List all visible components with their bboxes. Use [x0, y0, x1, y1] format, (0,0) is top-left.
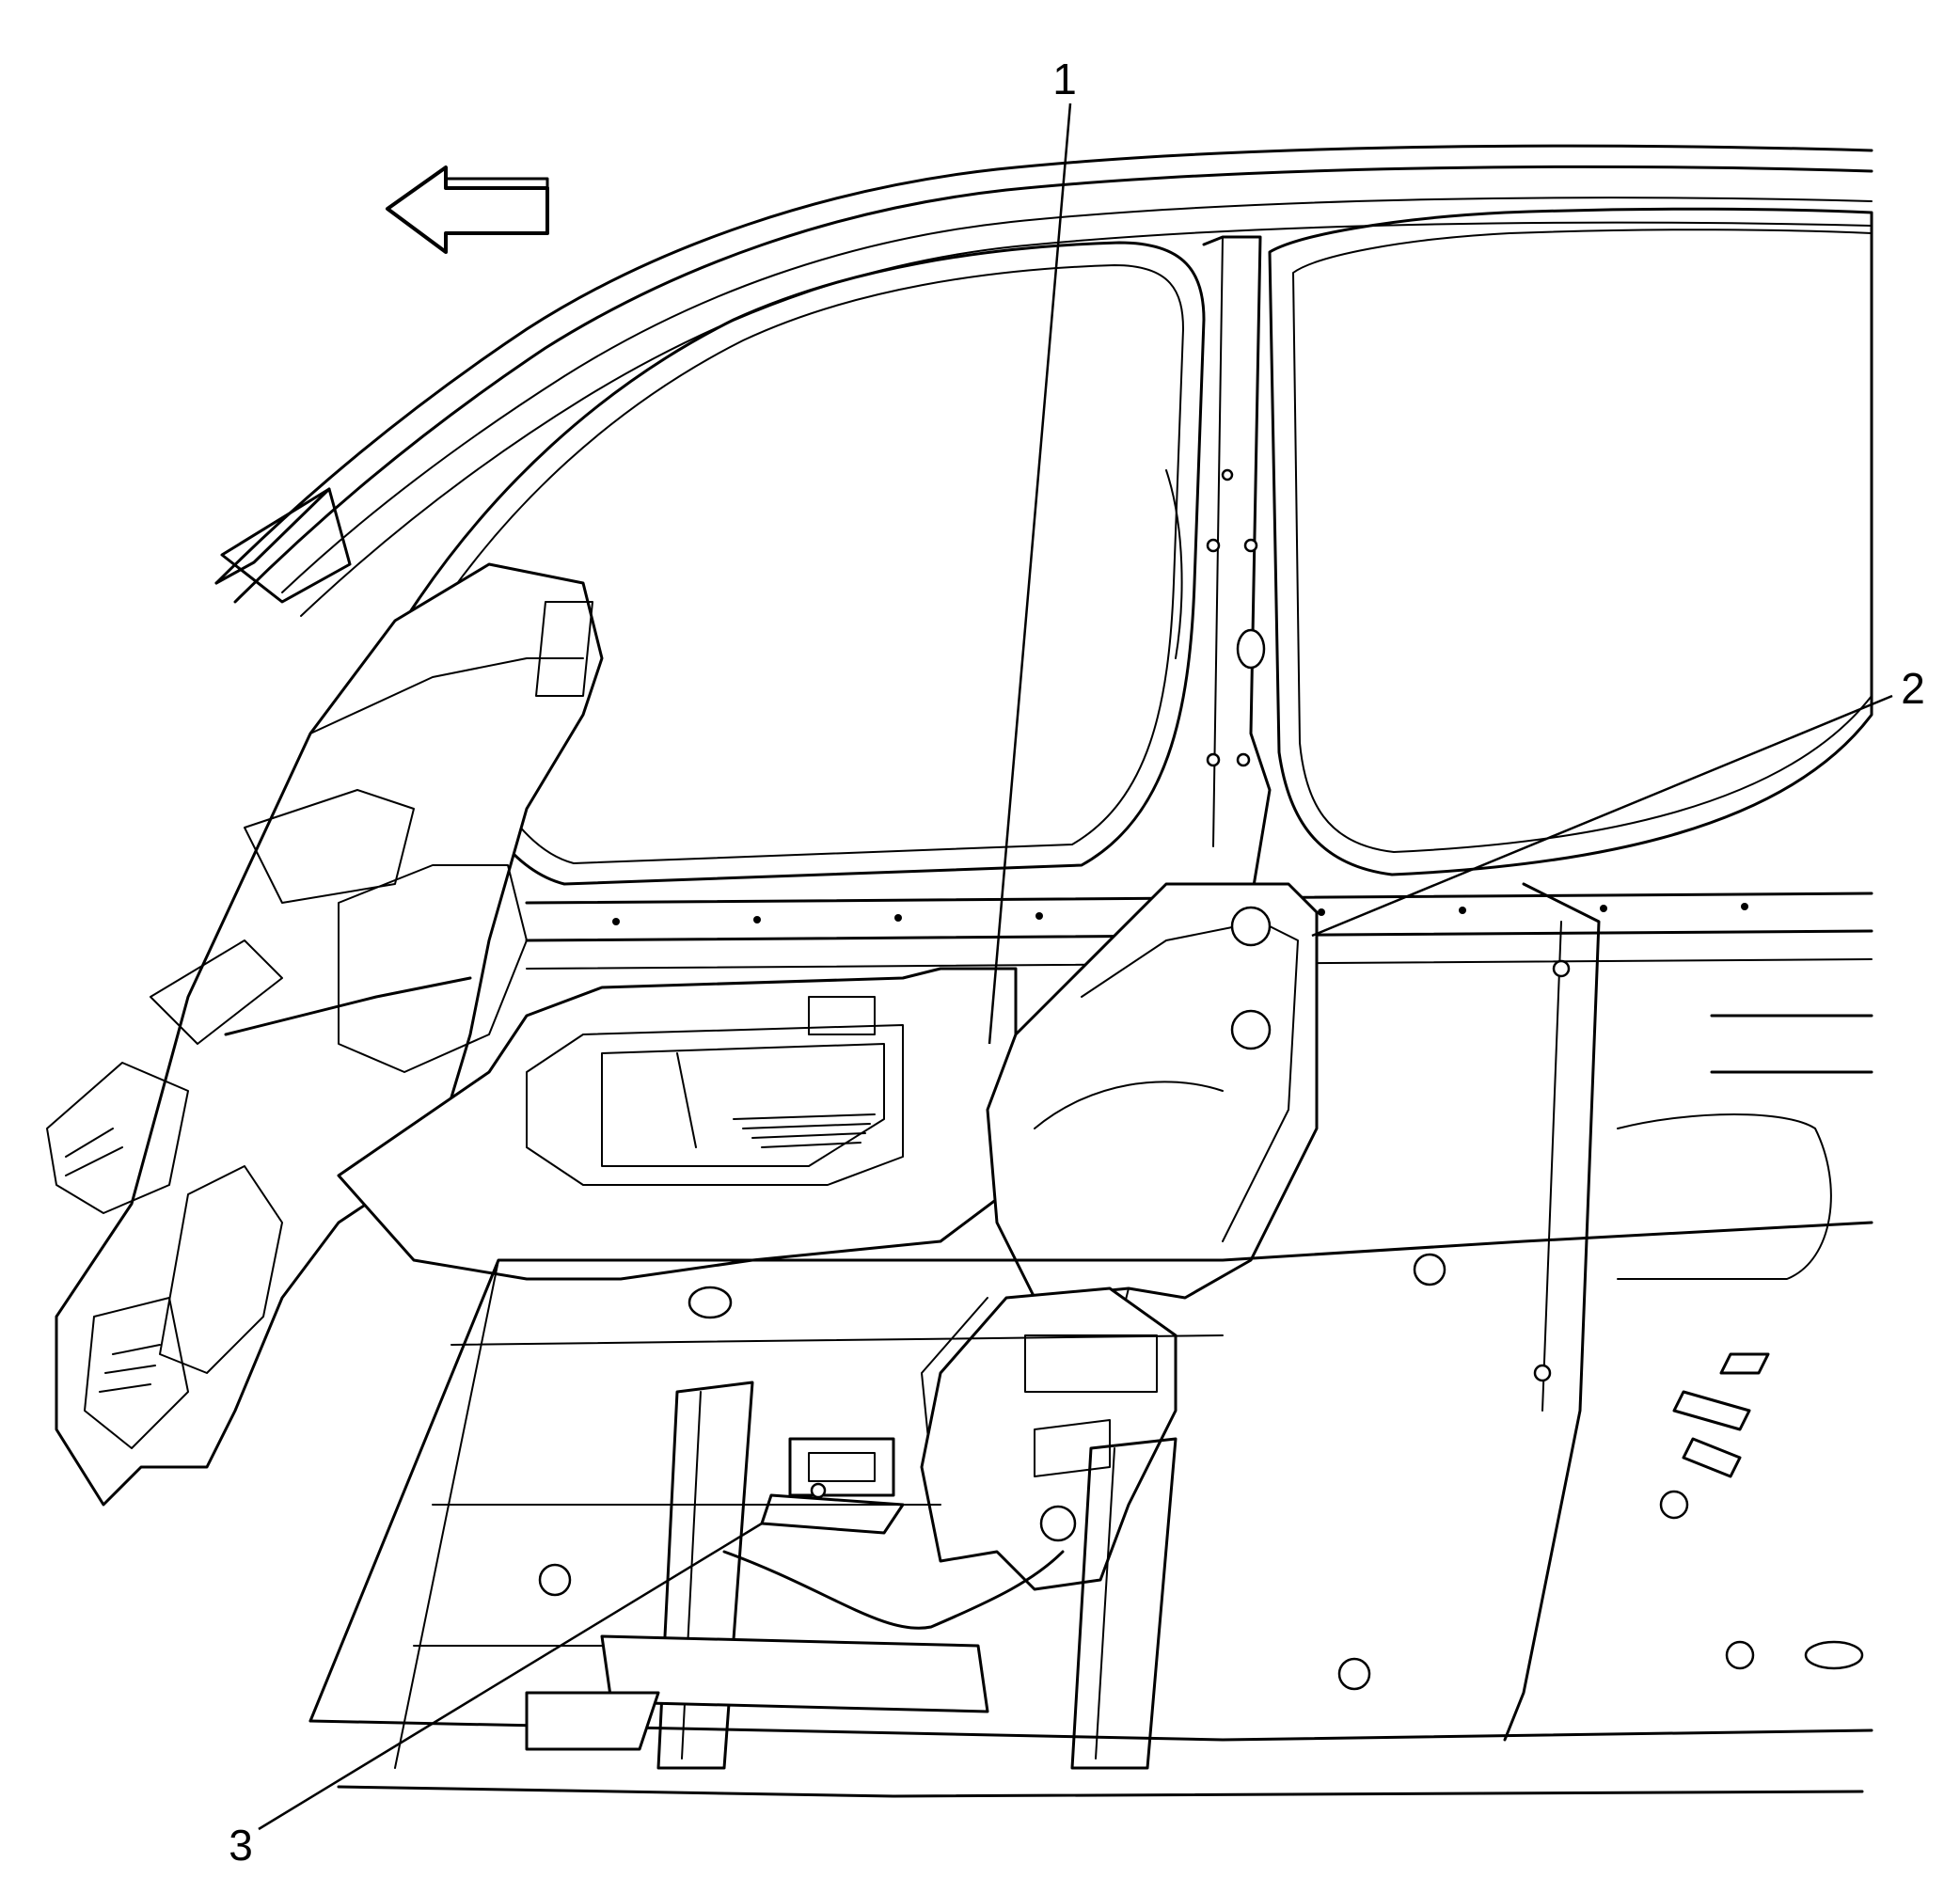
forward-direction-arrow-icon [386, 166, 549, 254]
seat-cushion [920, 1286, 1178, 1591]
callout-3: 3 [229, 1821, 253, 1870]
seat-latch-bracket [722, 1437, 1065, 1630]
leader-lines [258, 103, 1893, 1831]
leader-line-2 [1311, 694, 1893, 938]
callout-2: 2 [1901, 664, 1925, 713]
rear-door-opening [1268, 207, 1873, 876]
roof-rail [214, 144, 1873, 617]
instrument-panel [46, 562, 604, 1507]
right-floor-structure [1503, 882, 1873, 1742]
callout-labels: 1 2 3 [229, 55, 1925, 1870]
front-door-opening [403, 241, 1206, 886]
b-pillar [1165, 235, 1272, 905]
seat-tracks [525, 1381, 1178, 1770]
leader-line-3 [258, 1522, 763, 1831]
callout-1: 1 [1052, 55, 1077, 103]
leader-line-1 [988, 103, 1072, 1045]
